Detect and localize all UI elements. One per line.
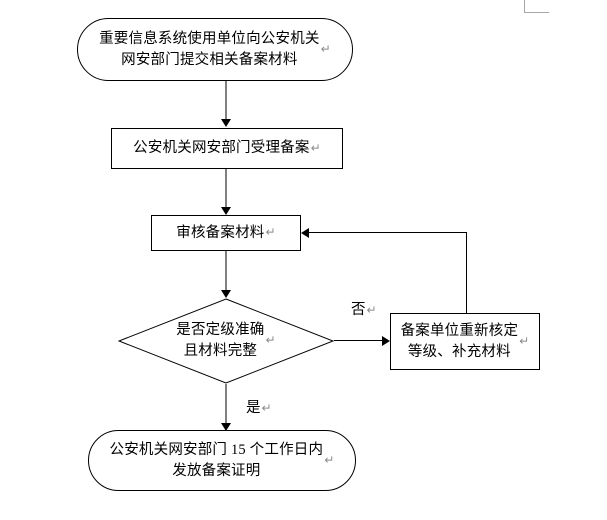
issue-certificate-label: 公安机关网安部门 15 个工作日内 发放备案证明 xyxy=(109,441,324,479)
edge-label-yes-text: 是 xyxy=(246,400,261,416)
diamond-shape-icon xyxy=(118,298,334,384)
rework-box: 备案单位重新核定 等级、补充材料↵ xyxy=(390,313,540,370)
grading-decision-label-wrap: 是否定级准确 且材料完整↵ xyxy=(118,298,334,384)
accept-filing-box: 公安机关网安部门受理备案↵ xyxy=(111,128,343,169)
page-margin-corner-mark-horizontal xyxy=(524,12,549,13)
edge-label-no: 否↵ xyxy=(351,303,377,318)
grading-decision-diamond: 是否定级准确 且材料完整↵ xyxy=(118,298,334,384)
start-terminator: 重要信息系统使用单位向公安机关 网安部门提交相关备案材料↵ xyxy=(77,18,353,81)
paragraph-mark-icon: ↵ xyxy=(310,140,321,155)
start-terminator-label: 重要信息系统使用单位向公安机关 网安部门提交相关备案材料 xyxy=(99,30,320,68)
arrowhead-review-to-decision xyxy=(221,290,231,298)
connector-decision-to-end xyxy=(225,384,227,424)
arrowhead-start-to-accept xyxy=(221,119,231,127)
issue-certificate-terminator: 公安机关网安部门 15 个工作日内 发放备案证明↵ xyxy=(88,430,356,491)
arrowhead-decision-to-end xyxy=(221,423,231,431)
edge-label-no-text: 否 xyxy=(351,302,366,318)
review-materials-label: 审核备案材料 xyxy=(176,224,265,241)
arrowhead-decision-to-rework xyxy=(382,336,390,346)
paragraph-mark-icon: ↵ xyxy=(265,225,276,240)
paragraph-mark-icon: ↵ xyxy=(320,41,331,56)
connector-start-to-accept xyxy=(225,81,227,120)
connector-review-to-decision xyxy=(225,251,227,291)
connector-rework-to-review-horizontal xyxy=(309,232,467,233)
paragraph-mark-icon: ↵ xyxy=(324,452,335,467)
edge-label-yes: 是↵ xyxy=(246,401,272,416)
review-materials-box: 审核备案材料↵ xyxy=(151,215,301,251)
arrowhead-rework-to-review xyxy=(301,228,309,238)
arrowhead-accept-to-review xyxy=(221,207,231,215)
grading-decision-label: 是否定级准确 且材料完整 xyxy=(176,322,265,359)
connector-accept-to-review xyxy=(225,169,227,208)
rework-label: 备案单位重新核定 等级、补充材料 xyxy=(400,322,519,360)
paragraph-mark-icon: ↵ xyxy=(519,333,530,348)
connector-decision-to-rework xyxy=(334,340,384,341)
paragraph-mark-icon: ↵ xyxy=(265,333,276,348)
paragraph-mark-icon: ↵ xyxy=(366,303,377,317)
connector-rework-to-review-vertical xyxy=(466,232,467,313)
accept-filing-label: 公安机关网安部门受理备案 xyxy=(133,140,310,157)
paragraph-mark-icon: ↵ xyxy=(261,401,272,415)
page-margin-corner-mark-vertical xyxy=(524,0,525,13)
